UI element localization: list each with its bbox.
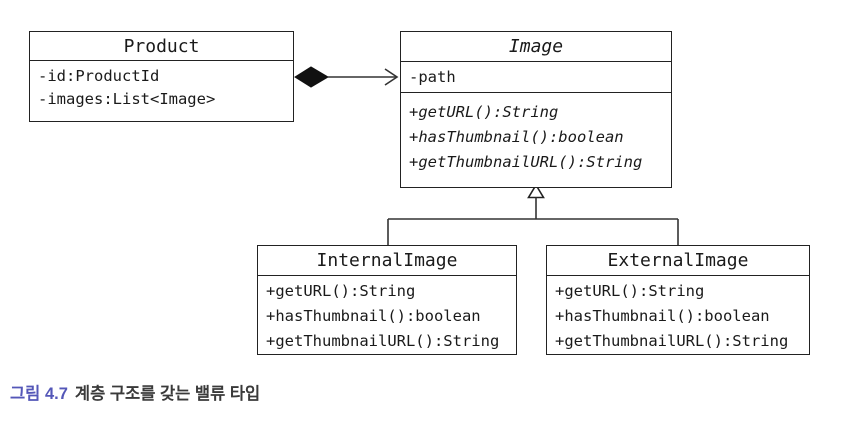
- method-line: +getURL():String: [409, 103, 559, 121]
- class-title-internal-image: InternalImage: [258, 246, 516, 276]
- composition-diamond-icon: [294, 66, 329, 88]
- class-box-product: Product -id:ProductId -images:List<Image…: [29, 31, 294, 122]
- method-line: +getThumbnailURL():String: [555, 332, 789, 350]
- method-line: +hasThumbnail():boolean: [409, 128, 624, 146]
- class-methods-external-image: +getURL():String +hasThumbnail():boolean…: [547, 276, 809, 356]
- figure-caption-text: 계층 구조를 갖는 밸류 타입: [74, 385, 261, 403]
- attribute-line: -path: [409, 68, 456, 86]
- class-box-image: Image -path +getURL():String +hasThumbna…: [400, 31, 672, 188]
- class-title-external-image: ExternalImage: [547, 246, 809, 276]
- class-attributes-image: -path: [401, 62, 671, 93]
- attribute-line: -images:List<Image>: [38, 90, 216, 108]
- generalization-association: [387, 183, 679, 246]
- method-line: +getThumbnailURL():String: [409, 153, 643, 171]
- class-attributes-product: -id:ProductId -images:List<Image>: [30, 61, 293, 113]
- method-line: +hasThumbnail():boolean: [266, 307, 481, 325]
- method-line: +getURL():String: [266, 282, 416, 300]
- method-line: +hasThumbnail():boolean: [555, 307, 770, 325]
- composition-open-arrowhead-icon: [384, 68, 399, 86]
- attribute-line: -id:ProductId: [38, 67, 160, 85]
- class-box-internal-image: InternalImage +getURL():String +hasThumb…: [257, 245, 517, 355]
- class-box-external-image: ExternalImage +getURL():String +hasThumb…: [546, 245, 810, 355]
- figure-caption: 그림 4.7 계층 구조를 갖는 밸류 타입: [10, 380, 260, 404]
- class-title-image: Image: [401, 32, 671, 62]
- method-line: +getThumbnailURL():String: [266, 332, 500, 350]
- class-title-product: Product: [30, 32, 293, 61]
- class-methods-image: +getURL():String +hasThumbnail():boolean…: [401, 93, 671, 177]
- method-line: +getURL():String: [555, 282, 705, 300]
- composition-association: [294, 66, 399, 88]
- class-methods-internal-image: +getURL():String +hasThumbnail():boolean…: [258, 276, 516, 356]
- figure-caption-number: 그림 4.7: [10, 385, 68, 403]
